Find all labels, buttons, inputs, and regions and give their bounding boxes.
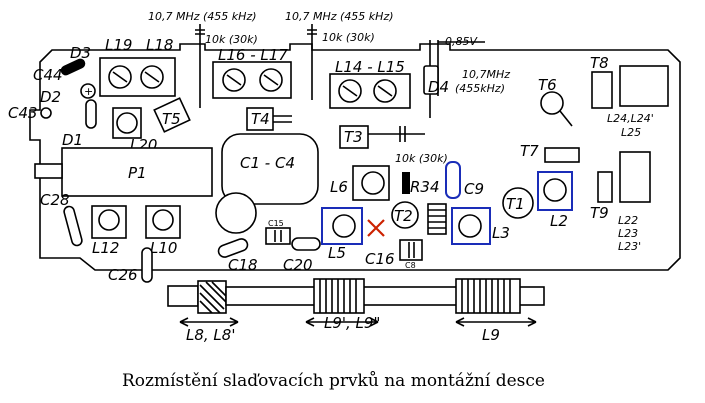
label-d1: D1 [62,131,83,149]
label-t6: T6 [538,76,557,94]
label-l16-l17: L16 - L17 [218,46,288,64]
label-t5: T5 [162,110,181,128]
variable-capacitor [221,133,319,205]
label-l9p-l9pp: L9', L9" [324,314,380,332]
test-wire [195,24,317,108]
label-l19: L19 [105,36,132,54]
label-c8: C8 [405,261,416,270]
transistor-t7 [544,147,580,163]
label-l25: L25 [621,126,641,139]
transistor-t3 [339,125,369,149]
label-l18: L18 [146,36,173,54]
label-l3: L3 [492,224,510,242]
coil-l3-highlight [451,207,491,245]
label-c1-c4: C1 - C4 [240,154,295,172]
capacitor-c18 [217,238,249,258]
rod-end-cap [167,285,199,307]
trimmer-core [543,178,567,202]
label-l9: L9 [482,326,500,344]
label-c44: C44 [33,66,63,84]
trimmer-core [152,209,174,231]
diode-d3 [60,58,86,76]
trimmer-core [332,214,356,238]
label-l2: L2 [550,212,568,230]
label-t7: T7 [520,142,539,160]
cap-label-mid: 10k (30k) [322,31,375,44]
label-l23: L23 [618,227,638,240]
label-l8-l8p: L8, L8' [186,326,235,344]
capacitor-c8 [399,239,423,261]
cap-label-t3: 10k (30k) [395,152,448,165]
label-l22: L22 [618,214,638,227]
label-l24: L24,L24' [607,112,654,125]
capacitor [63,205,83,247]
label-c15: C15 [268,219,284,228]
label-l5: L5 [328,244,346,262]
freq-label-left: 10,7 MHz (455 kHz) [148,10,257,23]
label-c9: C9 [464,180,484,198]
label-t1: T1 [506,195,525,213]
label-t8: T8 [590,54,609,72]
tuning-dial [215,192,257,234]
trimmer-core [361,171,385,195]
label-l12: L12 [92,239,119,257]
figure-caption: Rozmístění slaďovacích prvků na montážní… [122,371,545,391]
transistor-t5 [153,97,191,133]
transformer-t8 [591,71,613,109]
resistor-block [427,203,447,235]
resistor-r34 [402,172,410,194]
label-c20: C20 [283,256,313,274]
d2-marker [80,83,96,99]
label-l10: L10 [150,239,177,257]
label-c43: C43 [8,104,38,122]
c43-pad [40,107,52,119]
capacitor-c9-highlight [445,161,461,199]
label-p1: P1 [128,164,147,182]
capacitor-c15 [265,227,291,245]
capacitor-c26 [141,247,153,283]
capacitor-c20 [291,237,321,251]
label-c18: C18 [228,256,258,274]
svg-text:+: + [84,85,93,98]
label-d3: D3 [70,44,91,62]
label-c26: C26 [108,266,138,284]
label-l6: L6 [330,178,348,196]
freq-label-mid: 10,7 MHz (455 kHz) [285,10,394,23]
transformer-t9 [597,171,613,203]
freq-label-right-2: (455kHz) [455,82,505,95]
coil-l5-highlight [321,207,363,245]
label-d2: D2 [40,88,61,106]
transformer-core [619,151,651,203]
label-t3: T3 [344,128,363,146]
label-t2: T2 [394,207,413,225]
trimmer-core [98,209,120,231]
label-d4: D4 [428,78,449,96]
transistor-t6 [540,91,564,115]
transistor-t2 [391,201,419,229]
label-r34: R34 [410,178,440,196]
trimmer-core [458,214,482,238]
label-l14-l15: L14 - L15 [335,58,405,76]
diode-d1 [85,99,97,129]
freq-label-right-1: 10,7MHz [462,68,510,81]
transformer-core [619,65,669,107]
label-l23p: L23' [618,240,641,253]
coil-l2-highlight [537,171,573,211]
label-t9: T9 [590,204,609,222]
p1-shaft [34,163,63,179]
removed-mark-icon [367,219,385,237]
label-c28: C28 [40,191,70,209]
cap-label-left: 10k (30k) [205,33,258,46]
label-c16: C16 [365,250,395,268]
trimmer-core [116,112,138,134]
diode-d4 [423,65,439,95]
label-t4: T4 [251,110,270,128]
transistor-t1 [502,187,534,219]
board-outline [29,43,681,271]
transistor-t4 [246,107,274,131]
